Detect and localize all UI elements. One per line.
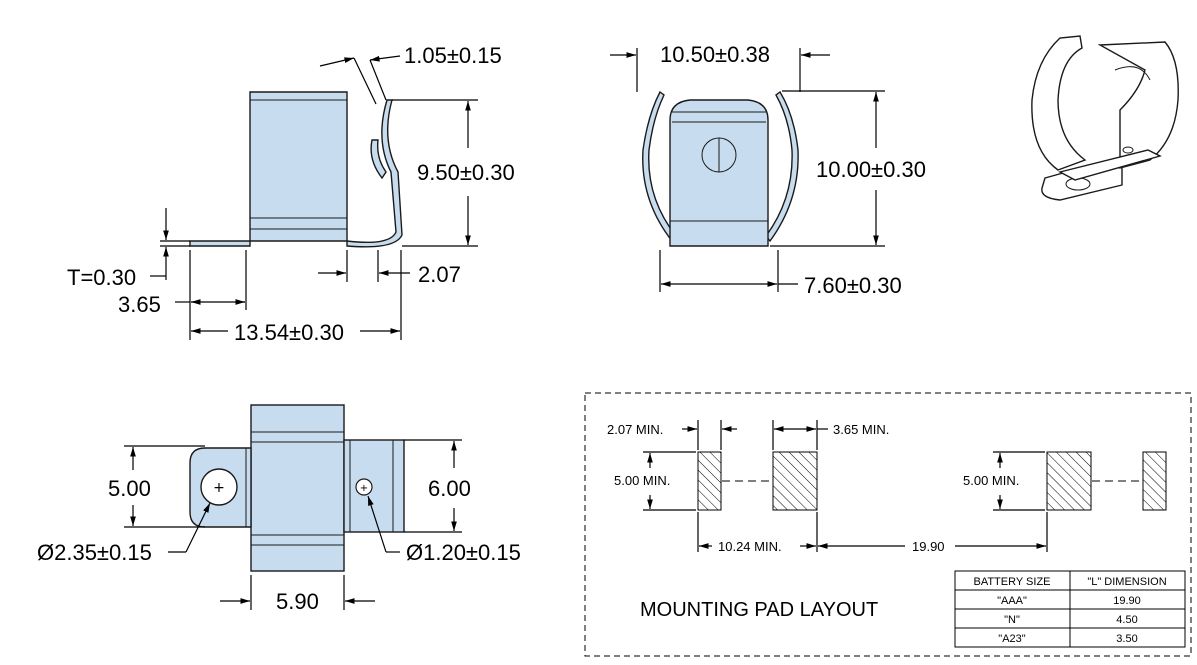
dim-front-width-top: 10.50±0.38	[660, 42, 770, 67]
pad-4	[1142, 451, 1167, 511]
top-center-plate	[250, 404, 345, 572]
table-cell: "A23"	[998, 633, 1025, 645]
dim-thickness-top: 1.05±0.15	[404, 43, 502, 68]
side-base-strip	[189, 240, 251, 247]
front-body	[669, 99, 769, 247]
dim-top-right-height: 6.00	[428, 476, 471, 501]
dim-large-hole: Ø2.35±0.15	[37, 540, 152, 565]
pad-3	[1046, 451, 1092, 511]
pad-2	[772, 451, 818, 511]
svg-text:+: +	[213, 480, 225, 496]
dim-span: 19.90	[912, 539, 945, 554]
mounting-pad-layout: 2.07 MIN. 3.65 MIN. 5.00 MIN. 5.00 MIN. …	[584, 392, 1192, 657]
dim-pad-gap: 3.65 MIN.	[833, 422, 889, 437]
table-header-dimension: "L" DIMENSION	[1087, 576, 1166, 588]
dim-top-width: 5.90	[276, 589, 319, 614]
dim-side-height: 9.50±0.30	[417, 160, 515, 185]
dim-gap: 2.07	[418, 262, 461, 287]
side-body	[249, 91, 348, 242]
dimension-table: BATTERY SIZE "L" DIMENSION "AAA" 19.90 "…	[954, 570, 1186, 648]
small-hole	[355, 478, 373, 496]
side-spring-arm	[346, 99, 403, 248]
iso-base	[1058, 149, 1162, 181]
dim-front-width-bottom: 7.60±0.30	[804, 273, 902, 298]
front-view: 10.50±0.38 10.00±0.30 7.60±0.30	[610, 42, 926, 298]
dim-length: 13.54±0.30	[234, 320, 344, 345]
pad-layout-title: MOUNTING PAD LAYOUT	[640, 599, 878, 621]
dim-pad-width: 2.07 MIN.	[607, 422, 663, 437]
table-header-size: BATTERY SIZE	[973, 576, 1050, 588]
dim-pad-height-right: 5.00 MIN.	[963, 473, 1019, 488]
dim-front-height: 10.00±0.30	[816, 157, 926, 182]
pad-1	[697, 451, 722, 511]
top-right-tab	[343, 439, 405, 533]
table-cell: "AAA"	[997, 595, 1027, 607]
table-cell: 3.50	[1116, 633, 1137, 645]
dim-pad-height-left: 5.00 MIN.	[614, 473, 670, 488]
dim-span-min: 10.24 MIN.	[718, 539, 782, 554]
table-cell: 4.50	[1116, 614, 1137, 626]
table-cell: "N"	[1004, 614, 1020, 626]
table-cell: 19.90	[1113, 595, 1141, 607]
dim-top-left-height: 5.00	[108, 476, 151, 501]
iso-left-arm	[1031, 35, 1087, 171]
dim-small-hole: Ø1.20±0.15	[406, 540, 521, 565]
side-contact-dimple	[370, 139, 387, 180]
isometric-view	[1031, 35, 1179, 201]
large-hole	[200, 468, 238, 506]
side-view: 1.05±0.15 9.50±0.30 T=0.30 3.65 2.07 13.	[67, 43, 515, 345]
top-view: + + 5.00 6.00 Ø2.35±0.15 Ø1.20±0.15 5.90	[37, 404, 521, 614]
pad-layout-frame	[584, 392, 1192, 657]
front-right-arm	[765, 90, 799, 243]
dim-offset: 3.65	[118, 292, 161, 317]
front-left-arm	[642, 90, 677, 243]
svg-text:+: +	[360, 483, 368, 494]
iso-right-arm	[1097, 41, 1179, 169]
dim-thickness: T=0.30	[67, 265, 136, 290]
